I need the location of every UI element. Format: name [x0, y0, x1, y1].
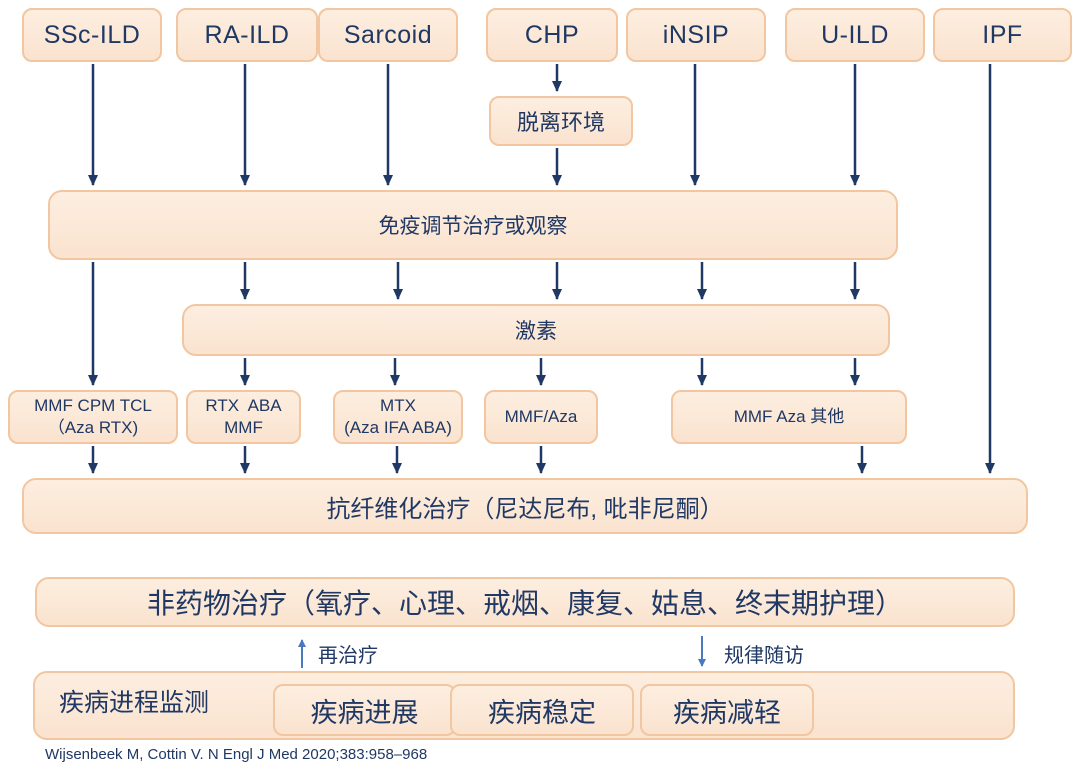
environment-removal-label: 脱离环境: [516, 110, 605, 135]
drug-box-sarcoid: MTX (Aza IFA ABA): [333, 390, 463, 444]
status-box-stable: 疾病稳定: [450, 684, 634, 736]
diagnosis-box-ra-ild: RA-ILD: [176, 8, 318, 62]
status-box-improvement: 疾病减轻: [640, 684, 814, 736]
drug-line: (Aza IFA ABA): [344, 418, 452, 437]
environment-removal-box: 脱离环境: [489, 96, 633, 146]
nonpharma-box: 非药物治疗（氧疗、心理、戒烟、康复、姑息、终末期护理）: [35, 577, 1015, 627]
steroid-box: 激素: [182, 304, 890, 356]
steroid-label: 激素: [515, 320, 557, 343]
drug-line: （Aza RTX): [47, 418, 139, 437]
followup-label: 规律随访: [724, 645, 804, 667]
drug-line: MTX: [380, 395, 416, 415]
diagnosis-box-insip: iNSIP: [626, 8, 766, 62]
antifibrotic-label: 抗纤维化治疗（尼达尼布, 吡非尼酮）: [326, 495, 724, 523]
monitoring-label: 疾病进程监测: [59, 689, 210, 717]
retreat-label: 再治疗: [318, 645, 378, 667]
status-label: 疾病减轻: [673, 697, 781, 728]
drug-box-ssc: MMF CPM TCL （Aza RTX): [8, 390, 178, 444]
drug-line: MMF Aza 其他: [733, 406, 845, 426]
drug-line: RTX ABA: [205, 395, 282, 415]
drug-line: MMF: [224, 418, 263, 437]
immunomodulation-label: 免疫调节治疗或观察: [378, 215, 568, 238]
diagnosis-box-ipf: IPF: [933, 8, 1072, 62]
diagnosis-label: SSc-ILD: [43, 20, 141, 49]
drug-line: MMF/Aza: [504, 406, 578, 426]
diagnosis-label: RA-ILD: [204, 20, 290, 49]
drug-box-other: MMF Aza 其他: [671, 390, 907, 444]
diagnosis-box-chp: CHP: [486, 8, 618, 62]
immunomodulation-box: 免疫调节治疗或观察: [48, 190, 898, 260]
diagnosis-box-u-ild: U-ILD: [785, 8, 925, 62]
drug-box-chp: MMF/Aza: [484, 390, 598, 444]
status-label: 疾病进展: [310, 697, 419, 728]
citation-text: Wijsenbeek M, Cottin V. N Engl J Med 202…: [45, 746, 428, 763]
diagnosis-label: iNSIP: [662, 20, 730, 49]
status-label: 疾病稳定: [488, 697, 596, 728]
drug-line: MMF CPM TCL: [34, 395, 152, 415]
diagnosis-label: Sarcoid: [343, 20, 433, 49]
diagnosis-label: U-ILD: [821, 20, 889, 49]
nonpharma-label: 非药物治疗（氧疗、心理、戒烟、康复、姑息、终末期护理）: [146, 588, 903, 619]
diagnosis-label: IPF: [982, 20, 1023, 49]
diagnosis-box-ssc-ild: SSc-ILD: [22, 8, 162, 62]
antifibrotic-box: 抗纤维化治疗（尼达尼布, 吡非尼酮）: [22, 478, 1028, 534]
status-box-progression: 疾病进展: [273, 684, 456, 736]
diagnosis-label: CHP: [524, 20, 580, 49]
drug-box-ra: RTX ABA MMF: [186, 390, 301, 444]
diagnosis-box-sarcoid: Sarcoid: [318, 8, 458, 62]
